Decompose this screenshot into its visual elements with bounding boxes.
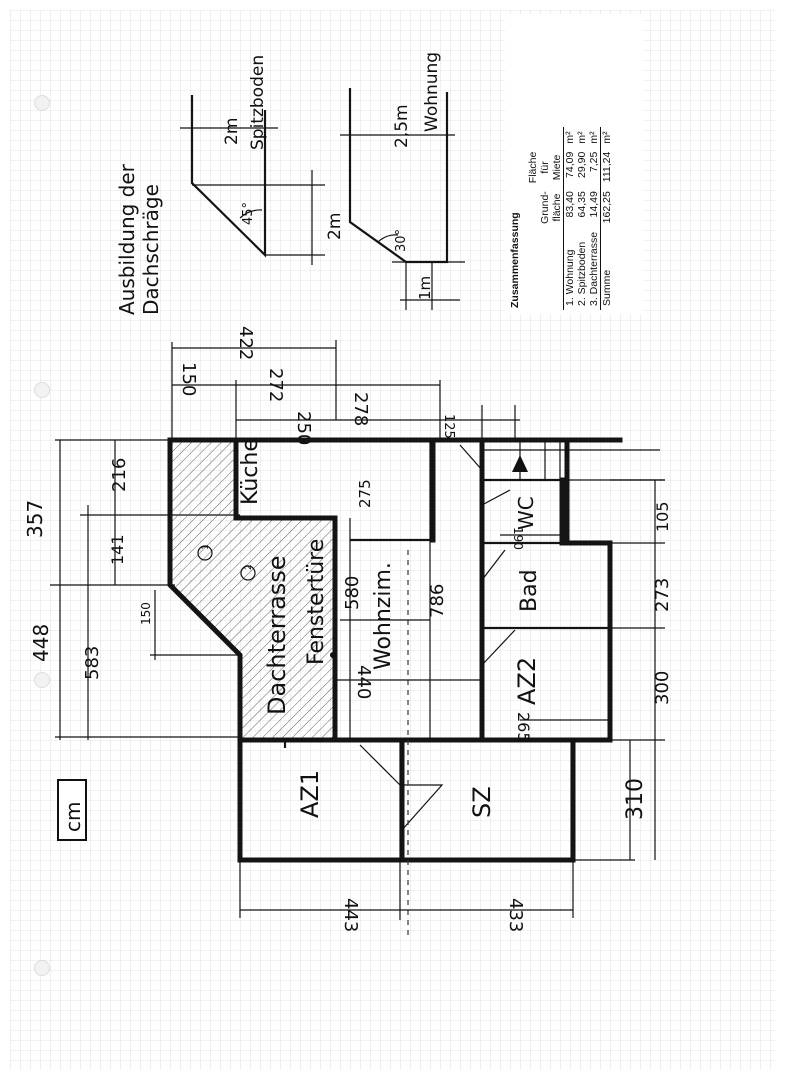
dim-310: 310 <box>623 778 648 820</box>
dim-422: 422 <box>235 326 256 360</box>
dim-265: 265 <box>514 712 533 743</box>
room-az2: AZ2 <box>513 657 541 705</box>
room-kitchen: Küche <box>238 438 263 505</box>
detail-45-low: 2m <box>325 213 345 240</box>
marker-1: 1 <box>201 544 211 550</box>
room-wc: WC <box>514 496 538 530</box>
terrace-marker-dot <box>330 652 336 658</box>
roof-detail: Ausbildung der Dachschräge 2m Spitzboden… <box>115 52 465 315</box>
row-ground: 14,49 <box>588 191 600 218</box>
detail-30-room: Wohnung <box>422 52 442 132</box>
dim-216: 216 <box>109 458 130 492</box>
dim-150-left: 150 <box>139 602 153 625</box>
row-unit: m² <box>576 131 588 144</box>
dim-786: 786 <box>427 584 448 618</box>
detail-title-line1: Ausbildung der <box>115 163 139 315</box>
summary-col-unit <box>527 127 564 148</box>
row-rent: 7,25 <box>588 151 600 173</box>
dim-443: 443 <box>340 898 361 932</box>
row-name: 2. Spitzboden <box>576 241 588 306</box>
marker-1-circle <box>197 545 213 561</box>
summary-col-ground-2: fläche <box>551 193 563 222</box>
dim-275: 275 <box>356 479 374 508</box>
top-dimensions: 422 150 272 278 250 125 <box>171 326 520 445</box>
row-unit: m² <box>564 131 576 144</box>
dim-440: 440 <box>353 665 374 699</box>
left-dimensions: 357 216 141 448 583 150 <box>23 439 240 740</box>
detail-45-angle: 45° <box>241 202 256 225</box>
summary-title: Zusammenfassung <box>509 212 521 308</box>
detail-30: 2,5m Wohnung 30° 1m <box>340 52 465 310</box>
summary-col-ground: Grund-fläche <box>527 187 564 228</box>
dim-125: 125 <box>441 414 456 439</box>
dim-583: 583 <box>82 646 103 680</box>
terrace-area <box>170 440 335 740</box>
room-bath: Bad <box>517 569 542 612</box>
detail-45-room: Spitzboden <box>248 55 268 150</box>
plan-dimensions: 275 580 786 440 190 265 105 273 300 310 … <box>239 440 673 932</box>
marker-2: 2 <box>244 564 254 570</box>
dim-190: 190 <box>511 527 525 550</box>
total-ground: 162,25 <box>600 187 613 228</box>
total-rent: 111,24 <box>600 147 613 188</box>
binder-hole-bottom <box>34 960 50 976</box>
dim-150-top: 150 <box>178 362 199 396</box>
row-name: 3. Dachterrasse <box>588 231 600 306</box>
summary-col-rent-2: für <box>539 161 551 174</box>
marker-2-circle <box>240 565 256 581</box>
summary-col-rent-3: Miete <box>551 154 563 181</box>
row-name: 1. Wohnung <box>564 249 576 306</box>
dim-300: 300 <box>652 671 673 705</box>
table-row: 2. Spitzboden 64,35 29,90 m² <box>576 127 588 310</box>
detail-30-angle: 30° <box>394 229 409 252</box>
summary-total-row: Summe 162,25 111,24 m² <box>600 127 613 310</box>
detail-title-line2: Dachschräge <box>139 184 163 315</box>
detail-45: 2m Spitzboden 2m 45° <box>180 55 345 265</box>
total-unit: m² <box>600 127 613 148</box>
dim-580: 580 <box>342 576 363 610</box>
binder-hole-lower <box>34 672 50 688</box>
binder-hole-top <box>34 95 50 111</box>
room-terrace: Dachterrasse <box>263 555 291 715</box>
floor-plan: Küche Dachterrasse Fenstertüre Wohnzim. … <box>167 437 665 940</box>
summary-col-name <box>527 227 564 310</box>
dim-273: 273 <box>652 578 673 612</box>
room-az1: AZ1 <box>296 770 324 818</box>
dim-433: 433 <box>505 898 526 932</box>
dim-278: 278 <box>350 392 371 426</box>
dim-141: 141 <box>108 534 127 565</box>
dim-448: 448 <box>29 624 53 662</box>
detail-30-low: 1m <box>416 276 434 300</box>
binder-hole-upper <box>34 382 50 398</box>
row-unit: m² <box>588 131 600 144</box>
summary-col-ground-1: Grund- <box>539 191 551 224</box>
total-name: Summe <box>600 227 613 310</box>
row-rent: 29,90 <box>576 151 588 178</box>
room-window-door: Fenstertüre <box>304 539 329 665</box>
window-marker <box>283 738 323 742</box>
table-row: 3. Dachterrasse 14,49 7,25 m² <box>588 127 601 310</box>
room-sz: SZ <box>468 786 496 818</box>
row-ground: 64,35 <box>576 191 588 218</box>
scale-box-label: cm <box>61 802 85 832</box>
stair-arrow-icon <box>512 455 528 472</box>
dim-357: 357 <box>23 500 47 538</box>
dim-250: 250 <box>293 411 314 445</box>
row-rent: 74,09 <box>564 151 576 178</box>
summary-col-rent-1: Fläche <box>527 151 539 184</box>
dim-272: 272 <box>265 368 286 402</box>
room-living: Wohnzim. <box>371 562 396 670</box>
detail-30-height: 2,5m <box>392 104 412 148</box>
row-ground: 83,40 <box>564 191 576 218</box>
detail-45-height: 2m <box>222 118 242 145</box>
scale-box: cm <box>57 779 87 841</box>
table-row: 1. Wohnung 83,40 74,09 m² <box>564 127 576 310</box>
dim-105: 105 <box>653 501 672 532</box>
